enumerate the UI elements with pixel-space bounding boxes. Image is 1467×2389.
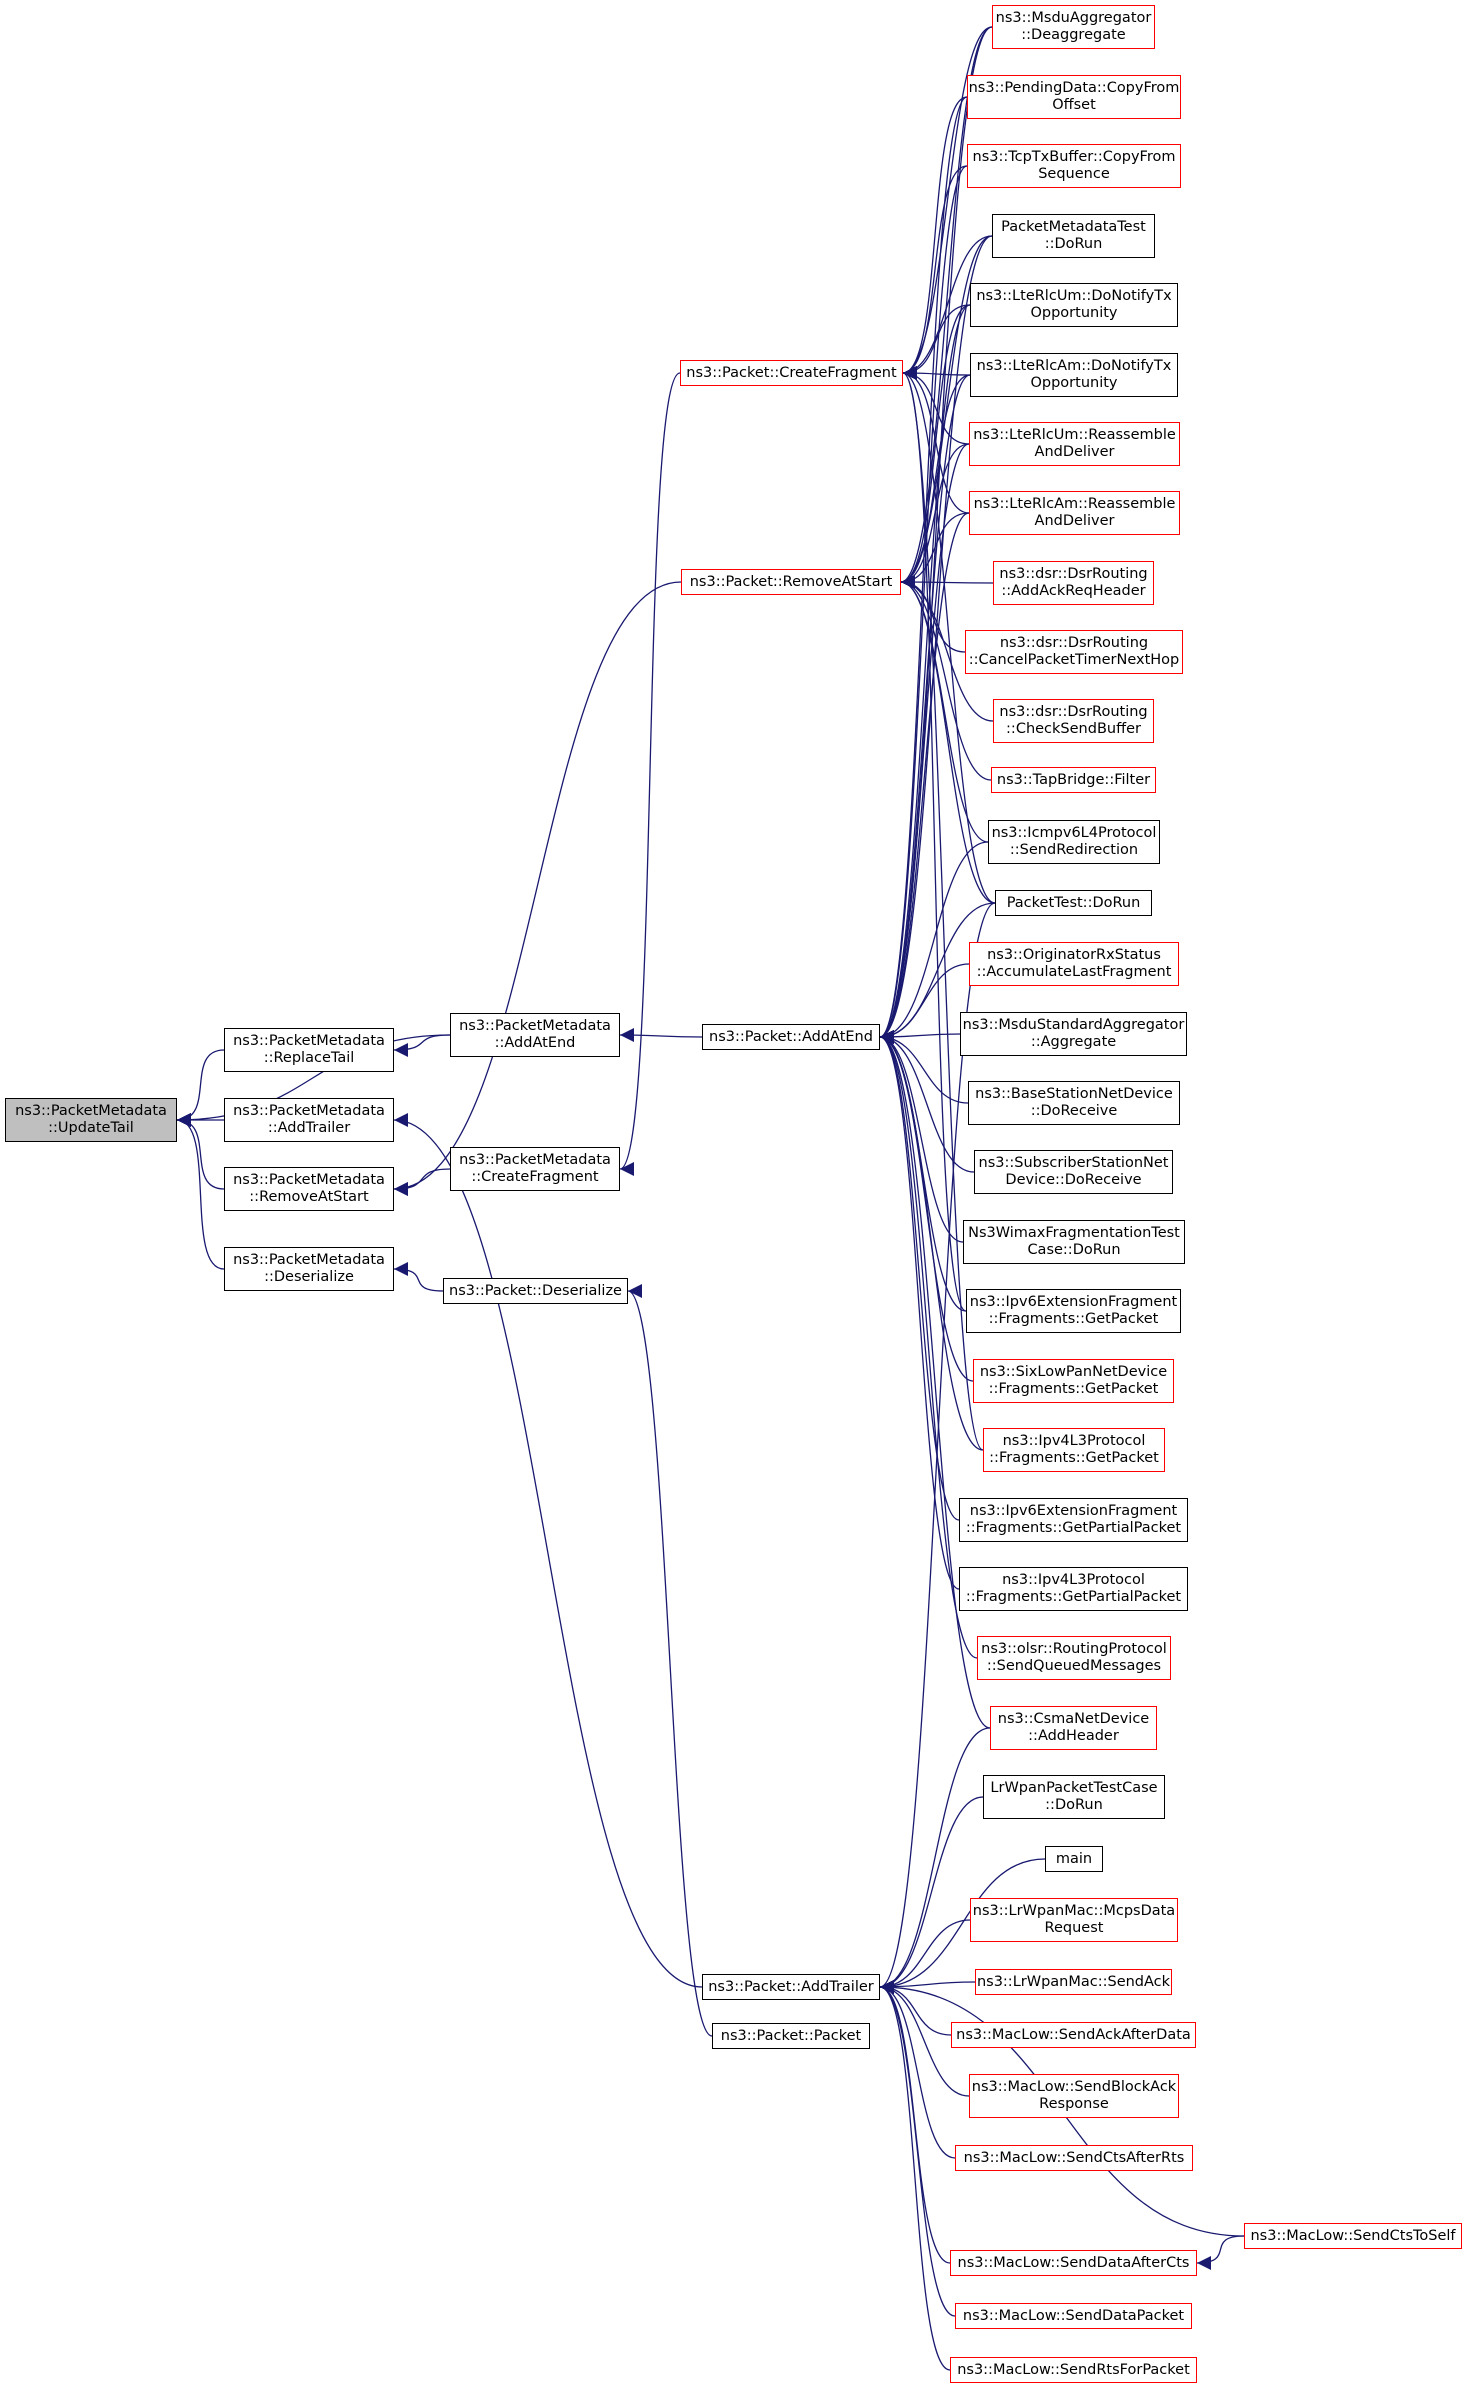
edge-p_removeatstart-lterlcum_tx <box>900 304 971 589</box>
edge-p_removeatstart-dsr_checksend <box>900 575 994 722</box>
edge-maclow_dataafter-maclow_ctstoself <box>1196 2235 1245 2270</box>
node-packettest-dorun[interactable]: PacketTest::DoRun <box>995 890 1152 916</box>
edge-p_removeatstart-packettest_dorun <box>900 575 996 904</box>
node-lrwpanmac-mcpsdatarequest[interactable]: ns3::LrWpanMac::McpsData Request <box>970 1898 1178 1942</box>
node-maclow-sendblockackresponse[interactable]: ns3::MacLow::SendBlockAck Response <box>969 2074 1179 2118</box>
node-pendingdata-copyfromoffset[interactable]: ns3::PendingData::CopyFrom Offset <box>967 75 1181 119</box>
node-lterlcam-reassembleanddeliver[interactable]: ns3::LteRlcAm::Reassemble AndDeliver <box>969 491 1180 535</box>
edge-p_removeatstart-pmtest_dorun <box>900 235 993 589</box>
edge-pm_createfragment-p_createfragment <box>619 372 681 1176</box>
node-icmpv6l4protocol-sendredirection[interactable]: ns3::Icmpv6L4Protocol ::SendRedirection <box>988 820 1160 864</box>
edge-p_addatend-ss_doreceive <box>879 1030 975 1173</box>
edge-p_createfragment-ipv4l3_get <box>902 366 984 1451</box>
edge-p_addatend-lterlcam_tx <box>879 374 971 1044</box>
node-tcptxbuffer-copyfromsequence[interactable]: ns3::TcpTxBuffer::CopyFrom Sequence <box>967 144 1181 188</box>
node-msdustandardaggregator-aggregate[interactable]: ns3::MsduStandardAggregator ::Aggregate <box>960 1012 1187 1056</box>
edge-pm_removeatstart-p_removeatstart <box>393 581 682 1196</box>
edge-p_addatend-tcptx_copy <box>879 165 968 1044</box>
edge-p_createfragment-pmtest_dorun <box>902 235 993 380</box>
edge-pm_updatetail-pm_replacetail <box>176 1049 225 1127</box>
edge-pm_updatetail-pm_deserialize <box>176 1113 225 1270</box>
node-lterlcam-donotifytxopportunity[interactable]: ns3::LteRlcAm::DoNotifyTx Opportunity <box>970 353 1178 397</box>
edge-p_addatend-icmpv6_redir <box>879 841 989 1044</box>
edge-p_addtrailer-maclow_datapacket <box>879 1980 956 2317</box>
node-dsrrouting-cancelpackettimernexthop[interactable]: ns3::dsr::DsrRouting ::CancelPacketTimer… <box>965 630 1183 674</box>
node-maclow-senddatapacket[interactable]: ns3::MacLow::SendDataPacket <box>955 2303 1192 2329</box>
node-packetmetadata-replacetail[interactable]: ns3::PacketMetadata ::ReplaceTail <box>224 1028 394 1072</box>
edge-p_addatend-ipv4l3_partial <box>879 1030 960 1590</box>
node-packetmetadata-updatetail[interactable]: ns3::PacketMetadata ::UpdateTail <box>5 1098 177 1142</box>
node-packet-addtrailer[interactable]: ns3::Packet::AddTrailer <box>702 1974 880 2000</box>
node-packetmetadata-createfragment[interactable]: ns3::PacketMetadata ::CreateFragment <box>450 1147 620 1191</box>
node-packetmetadata-deserialize[interactable]: ns3::PacketMetadata ::Deserialize <box>224 1247 394 1291</box>
edge-p_addtrailer-csma_addheader <box>879 1727 991 1994</box>
node-lrwpanmac-sendack[interactable]: ns3::LrWpanMac::SendAck <box>975 1969 1172 1995</box>
edge-p_createfragment-packettest_dorun <box>902 366 996 904</box>
edge-pm_deserialize-p_deserialize <box>393 1262 444 1292</box>
node-packet-addatend[interactable]: ns3::Packet::AddAtEnd <box>702 1024 880 1050</box>
node-tapbridge-filter[interactable]: ns3::TapBridge::Filter <box>991 767 1156 793</box>
edge-p_addatend-olsr_queued <box>879 1030 978 1659</box>
edge-pm_addtrailer-p_addtrailer <box>393 1113 703 1988</box>
edge-p_removeatstart-msdu_deagg <box>900 26 993 589</box>
edge-p_deserialize-p_packet <box>627 1284 713 2037</box>
edge-p_addtrailer-main <box>879 1858 1046 1994</box>
node-sixlowpannetdevice-getpacket[interactable]: ns3::SixLowPanNetDevice ::Fragments::Get… <box>973 1359 1174 1403</box>
edge-p_addatend-ipv4l3_get <box>879 1030 984 1451</box>
node-packetmetadata-addatend[interactable]: ns3::PacketMetadata ::AddAtEnd <box>450 1013 620 1057</box>
edge-p_removeatstart-tap_filter <box>900 575 992 781</box>
edge-p_removeatstart-dsr_ackreq <box>900 575 994 590</box>
edge-p_removeatstart-lterlcam_tx <box>900 374 971 589</box>
node-maclow-sendackafterdata[interactable]: ns3::MacLow::SendAckAfterData <box>951 2022 1196 2048</box>
node-packetmetadatatest-dorun[interactable]: PacketMetadataTest ::DoRun <box>992 214 1155 258</box>
edge-p_addtrailer-maclow_rts <box>879 1980 951 2371</box>
node-maclow-sendrtsforpacket[interactable]: ns3::MacLow::SendRtsForPacket <box>950 2357 1197 2383</box>
node-ns3wimaxfragmentationtestcase-dorun[interactable]: Ns3WimaxFragmentationTest Case::DoRun <box>963 1220 1185 1264</box>
node-ipv4l3protocol-getpartialpacket[interactable]: ns3::Ipv4L3Protocol ::Fragments::GetPart… <box>959 1567 1188 1611</box>
node-originatorrxstatus-accumulatelastfragment[interactable]: ns3::OriginatorRxStatus ::AccumulateLast… <box>969 942 1179 986</box>
node-packet-deserialize[interactable]: ns3::Packet::Deserialize <box>443 1278 628 1304</box>
edge-p_createfragment-msdu_deagg <box>902 26 993 380</box>
node-maclow-sendctsafterrts[interactable]: ns3::MacLow::SendCtsAfterRts <box>955 2145 1193 2171</box>
node-maclow-senddataaftercts[interactable]: ns3::MacLow::SendDataAfterCts <box>950 2250 1197 2276</box>
node-ipv4l3protocol-getpacket[interactable]: ns3::Ipv4L3Protocol ::Fragments::GetPack… <box>983 1428 1165 1472</box>
edge-p_addatend-csma_addheader <box>879 1030 991 1729</box>
edge-pm_addatend-p_addatend <box>619 1028 703 1043</box>
node-lterlcum-reassembleanddeliver[interactable]: ns3::LteRlcUm::Reassemble AndDeliver <box>969 422 1180 466</box>
edge-p_addtrailer-lrwpan_test <box>879 1796 984 1994</box>
edge-pm_updatetail-pm_removeatstart <box>176 1113 225 1190</box>
node-basestationnetdevice-doreceive[interactable]: ns3::BaseStationNetDevice ::DoReceive <box>968 1081 1180 1125</box>
node-maclow-sendctstoself[interactable]: ns3::MacLow::SendCtsToSelf <box>1244 2223 1462 2249</box>
node-packet-createfragment[interactable]: ns3::Packet::CreateFragment <box>680 360 903 386</box>
node-dsrrouting-checksendbuffer[interactable]: ns3::dsr::DsrRouting ::CheckSendBuffer <box>993 699 1154 743</box>
node-dsrrouting-addackreqheader[interactable]: ns3::dsr::DsrRouting ::AddAckReqHeader <box>993 561 1154 605</box>
edge-p_addatend-lterlcam_reasm <box>879 512 970 1044</box>
node-main[interactable]: main <box>1045 1846 1103 1872</box>
edge-p_addtrailer-maclow_ctsafter <box>879 1980 956 2159</box>
node-ipv6extensionfragment-getpacket[interactable]: ns3::Ipv6ExtensionFragment ::Fragments::… <box>966 1289 1181 1333</box>
edge-p_addtrailer-maclow_blockack <box>879 1980 970 2097</box>
node-lrwpanpackettestcase-dorun[interactable]: LrWpanPacketTestCase ::DoRun <box>983 1775 1165 1819</box>
edge-p_addatend-lterlcum_tx <box>879 304 971 1044</box>
edge-p_createfragment-pending_copy <box>902 96 968 380</box>
edge-pm_removeatstart-pm_createfragment <box>393 1168 451 1196</box>
node-packet-packet[interactable]: ns3::Packet::Packet <box>712 2023 870 2049</box>
edge-pm_replacetail-pm_addatend <box>393 1034 451 1057</box>
node-packetmetadata-addtrailer[interactable]: ns3::PacketMetadata ::AddTrailer <box>224 1098 394 1142</box>
node-msduaggregator-deaggregate[interactable]: ns3::MsduAggregator ::Deaggregate <box>992 5 1155 49</box>
edge-p_addatend-lterlcum_reasm <box>879 443 970 1044</box>
node-packet-removeatstart[interactable]: ns3::Packet::RemoveAtStart <box>681 569 901 595</box>
node-lterlcum-donotifytxopportunity[interactable]: ns3::LteRlcUm::DoNotifyTx Opportunity <box>970 283 1178 327</box>
node-subscriberstationnetdevice-doreceive[interactable]: ns3::SubscriberStationNet Device::DoRece… <box>974 1150 1173 1194</box>
node-csmanetdevice-addheader[interactable]: ns3::CsmaNetDevice ::AddHeader <box>990 1706 1157 1750</box>
node-olsr-routingprotocol-sendqueuedmessages[interactable]: ns3::olsr::RoutingProtocol ::SendQueuedM… <box>977 1636 1171 1680</box>
edge-p_addatend-pmtest_dorun <box>879 235 993 1044</box>
edge-p_addtrailer-lrwpan_mcps <box>879 1919 971 1994</box>
edge-p_createfragment-tcptx_copy <box>902 165 968 380</box>
node-ipv6extensionfragment-getpartialpacket[interactable]: ns3::Ipv6ExtensionFragment ::Fragments::… <box>959 1498 1188 1542</box>
node-packetmetadata-removeatstart[interactable]: ns3::PacketMetadata ::RemoveAtStart <box>224 1167 394 1211</box>
